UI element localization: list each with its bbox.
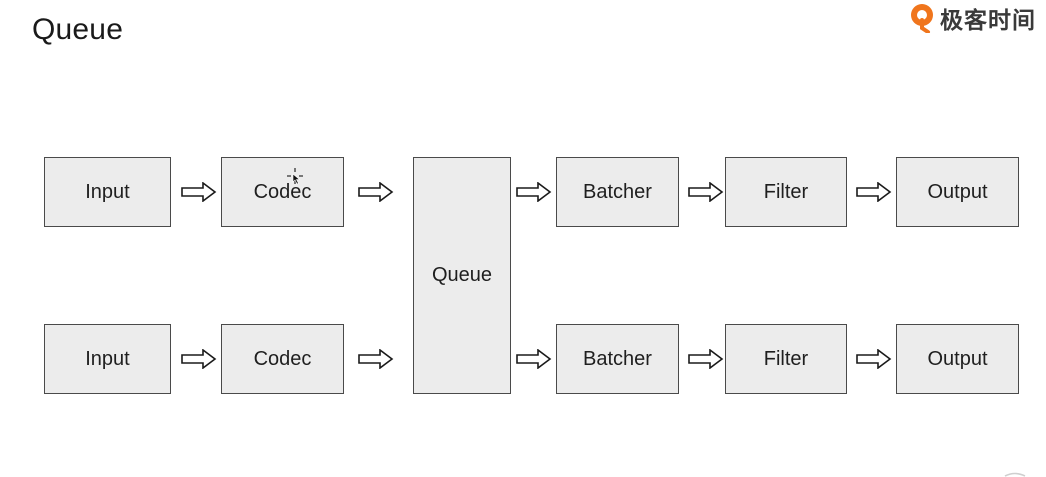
double-arrow-right-icon xyxy=(181,182,217,202)
batcher-label: Batcher xyxy=(583,180,652,203)
input-box-top: Input xyxy=(44,157,171,227)
queue-label: Queue xyxy=(431,264,493,286)
double-arrow-right-icon xyxy=(358,349,394,369)
codec-box-top: Codec xyxy=(221,157,344,227)
batcher-label: Batcher xyxy=(583,347,652,370)
brand-text: 极客时间 xyxy=(940,8,1036,34)
double-arrow-right-icon xyxy=(516,349,552,369)
input-label: Input xyxy=(85,347,130,370)
queue-box: Queue xyxy=(413,157,511,394)
output-box-bottom: Output xyxy=(896,324,1019,394)
brand-logo: 极客时间 xyxy=(909,0,1036,36)
filter-box-bottom: Filter xyxy=(725,324,847,394)
input-box-bottom: Input xyxy=(44,324,171,394)
output-label: Output xyxy=(927,347,988,370)
double-arrow-right-icon xyxy=(516,182,552,202)
geektime-logo-icon xyxy=(911,4,933,33)
double-arrow-right-icon xyxy=(856,182,892,202)
double-arrow-right-icon xyxy=(181,349,217,369)
input-label: Input xyxy=(85,180,130,203)
output-label: Output xyxy=(927,180,988,203)
batcher-box-top: Batcher xyxy=(556,157,679,227)
codec-box-bottom: Codec xyxy=(221,324,344,394)
corner-mark xyxy=(1004,472,1026,477)
double-arrow-right-icon xyxy=(856,349,892,369)
output-box-top: Output xyxy=(896,157,1019,227)
batcher-box-bottom: Batcher xyxy=(556,324,679,394)
filter-label: Filter xyxy=(763,347,809,370)
filter-label: Filter xyxy=(763,180,809,203)
codec-label: Codec xyxy=(253,347,312,370)
double-arrow-right-icon xyxy=(688,182,724,202)
codec-label: Codec xyxy=(253,180,312,203)
double-arrow-right-icon xyxy=(688,349,724,369)
mouse-cursor-icon xyxy=(287,168,303,185)
slide-title: Queue xyxy=(32,13,124,46)
double-arrow-right-icon xyxy=(358,182,394,202)
filter-box-top: Filter xyxy=(725,157,847,227)
